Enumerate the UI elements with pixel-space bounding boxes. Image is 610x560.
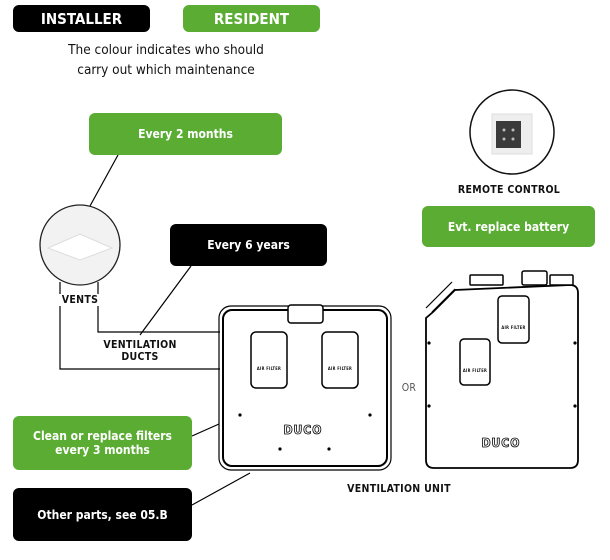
vents-label: VENTS bbox=[58, 294, 102, 306]
task-ducts: Every 6 years bbox=[170, 224, 327, 266]
ventilation-unit-tall bbox=[425, 270, 579, 469]
ducts-label: VENTILATION DUCTS bbox=[90, 339, 190, 363]
remote-control-icon bbox=[469, 89, 555, 175]
ducts-label-line-1: VENTILATION bbox=[103, 339, 177, 351]
task-vents: Every 2 months bbox=[89, 113, 282, 155]
duco-logo: DUCO bbox=[481, 436, 521, 450]
air-filter-label: AIR FILTER bbox=[327, 366, 353, 371]
ventilation-unit-label: VENTILATION UNIT bbox=[347, 483, 451, 495]
connector-vents bbox=[89, 154, 119, 207]
air-filter-label: AIR FILTER bbox=[256, 366, 282, 371]
caption-line-2: carry out which maintenance bbox=[77, 62, 255, 78]
caption-line-1: The colour indicates who should bbox=[68, 42, 264, 58]
duct-line-lower bbox=[59, 282, 220, 370]
task-remote: Evt. replace battery bbox=[422, 206, 595, 247]
ventilation-unit-square bbox=[218, 304, 392, 471]
remote-control-label: REMOTE CONTROL bbox=[457, 184, 561, 196]
connector-other bbox=[191, 472, 251, 506]
vent-icon bbox=[39, 204, 121, 286]
duco-logo: DUCO bbox=[283, 423, 323, 437]
air-filter-label: AIR FILTER bbox=[462, 368, 488, 373]
connector-filters bbox=[191, 423, 220, 437]
or-label: OR bbox=[401, 382, 417, 394]
connector-ducts bbox=[139, 265, 192, 336]
duct-line-upper bbox=[97, 282, 220, 333]
legend-caption: The colour indicates who should carry ou… bbox=[36, 40, 296, 80]
air-filter-label: AIR FILTER bbox=[501, 325, 526, 330]
task-other-parts: Other parts, see 05.B bbox=[13, 488, 192, 541]
ducts-label-line-2: DUCTS bbox=[121, 351, 159, 363]
legend-resident: RESIDENT bbox=[183, 5, 320, 32]
task-filters: Clean or replace filters every 3 months bbox=[13, 416, 192, 470]
legend-installer: INSTALLER bbox=[13, 5, 150, 32]
